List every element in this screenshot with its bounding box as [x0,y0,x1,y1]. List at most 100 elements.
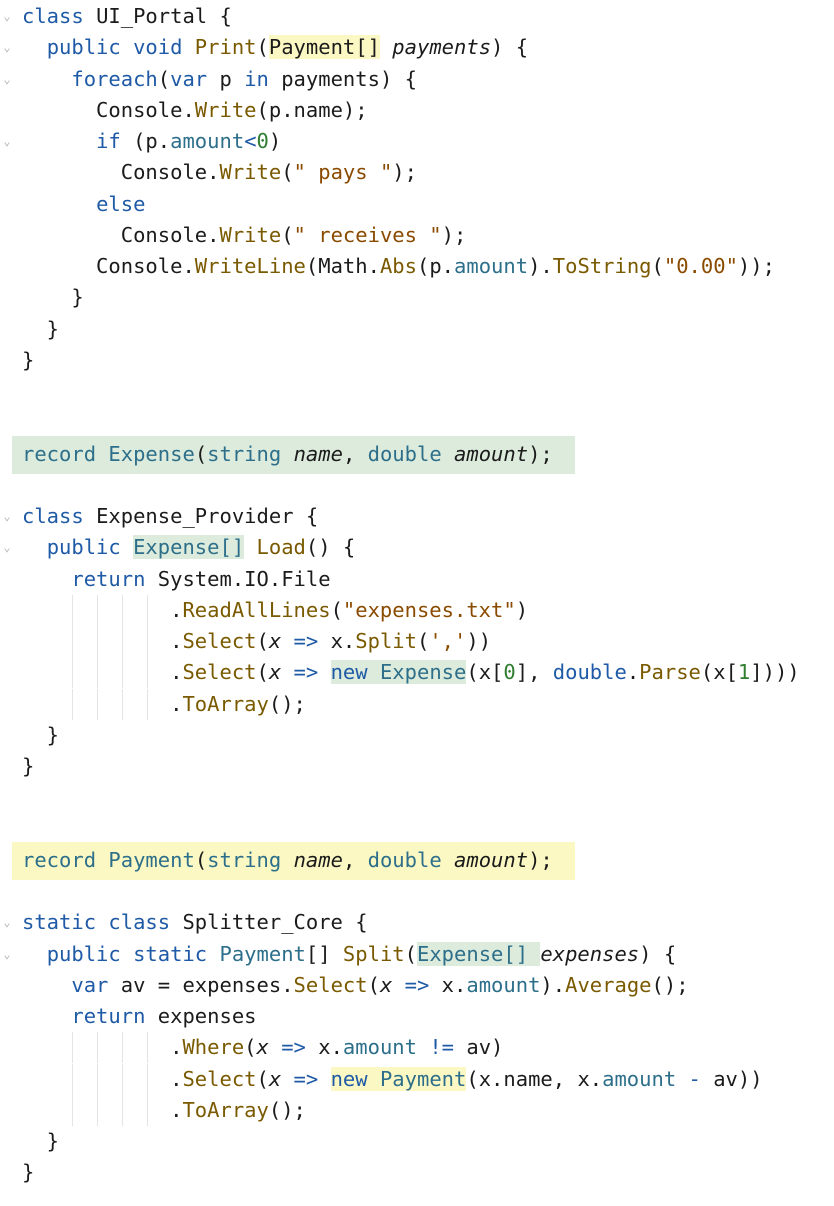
code-token: double [367,847,455,872]
indent-guide [72,1063,73,1095]
code-line: ⌄ foreach(var p in payments) { [0,64,834,95]
code-text: record Payment(string name, double amoun… [22,845,553,876]
code-token: (); [651,972,689,997]
code-token: Load [256,535,306,560]
code-text: } [22,345,34,376]
code-token: amount [466,972,541,997]
code-token: (x[ [466,660,504,685]
code-line: return System.IO.File [0,564,834,595]
code-token: Expense[] [133,535,245,560]
code-token: expenses [540,941,640,966]
code-token: 0 [256,129,269,153]
code-line: Console.Write(" receives "); [0,220,834,251]
code-token: x [268,629,282,653]
indent-guide [147,657,148,689]
code-token: " pays " [293,160,393,185]
code-token: . [626,660,640,685]
code-line: return expenses [0,1001,834,1032]
code-token: ( [256,35,269,60]
code-line [0,876,834,907]
code-line: ⌄ class Expense_Provider { [0,501,834,532]
code-token: ) { [639,941,677,966]
code-line: ⌄ if (p.amount<0) [0,126,834,157]
code-token: av)) [700,1066,763,1091]
code-token: . [22,1035,183,1060]
fold-chevron-icon[interactable]: ⌄ [3,509,11,523]
code-token: System.IO.File [145,566,331,591]
code-token: x. [429,972,467,997]
record-highlight-band [12,841,575,880]
indent-guide [147,1032,148,1064]
code-token: amount [454,441,529,466]
fold-chevron-icon[interactable]: ⌄ [3,540,11,555]
code-token: } [22,1129,60,1153]
code-token: } [22,347,35,372]
code-token: Splitter_Core { [182,910,368,935]
code-line [0,470,834,501]
indent-guide [122,626,123,657]
code-token [318,660,330,684]
code-token: ReadAllLines [182,597,331,622]
code-text: if (p.amount<0) [22,126,281,157]
code-token: ( [367,972,380,997]
indent-guide [72,688,73,720]
indent-guide [97,1063,98,1095]
code-token: string [207,441,294,466]
fold-chevron-icon[interactable]: ⌄ [3,40,11,55]
code-token: if [96,129,121,153]
code-token: . [22,691,183,716]
code-token: 0 [503,660,516,685]
code-token: Expense_Provider { [96,504,319,528]
code-token: Select [182,629,257,653]
code-token: ',' [429,629,467,653]
code-token: Write [194,97,257,122]
code-token: x. [318,629,356,653]
code-text: } [22,314,59,345]
fold-chevron-icon[interactable]: ⌄ [3,915,11,930]
code-token: static class [22,910,183,935]
code-token: ( [194,847,208,872]
code-token: x [268,660,282,685]
code-text: static class Splitter_Core { [22,907,368,938]
code-token: ); [528,847,553,872]
code-token [281,1067,293,1091]
fold-chevron-icon[interactable]: ⌄ [3,134,11,148]
code-text: .ToArray(); [22,1095,306,1126]
code-token: => [404,972,430,997]
code-token: (); [268,1097,306,1122]
code-text: foreach(var p in payments) { [22,64,417,95]
code-line: } [0,751,834,782]
indent-guide [147,1094,148,1126]
code-line: ⌄ public Expense[] Load() { [0,532,834,563]
code-text: class Expense_Provider { [22,501,318,532]
indent-guide [147,626,148,657]
code-text: var av = expenses.Select(x => x.amount).… [22,970,689,1001]
fold-chevron-icon[interactable]: ⌄ [3,9,11,23]
code-line [0,407,834,438]
code-token: Console. [22,97,195,122]
code-token [22,67,71,91]
code-line: .Select(x => x.Split(',')) [0,626,834,657]
code-text: record Expense(string name, double amoun… [22,439,553,470]
code-text: else [22,189,145,220]
code-token: return [71,1004,146,1028]
code-token: Expense[] [416,941,541,966]
code-line: Console.Write(p.name); [0,95,834,126]
fold-chevron-icon[interactable]: ⌄ [3,946,11,961]
fold-chevron-icon[interactable]: ⌄ [3,71,11,86]
code-token: in [244,66,269,91]
code-text: .Select(x => new Payment(x.name, x.amoun… [22,1064,763,1095]
code-token [281,629,293,653]
code-token: Select [182,1066,257,1091]
indent-guide [97,1094,98,1126]
indent-guide [147,688,148,720]
code-line: } [0,314,834,345]
code-token: var [170,66,208,91]
code-token: class [22,4,97,28]
code-token: [] [305,941,343,966]
code-token: } [22,285,84,310]
code-token [244,535,256,559]
code-token: Split [355,629,417,653]
code-token: (x.name, x. [466,1066,603,1091]
